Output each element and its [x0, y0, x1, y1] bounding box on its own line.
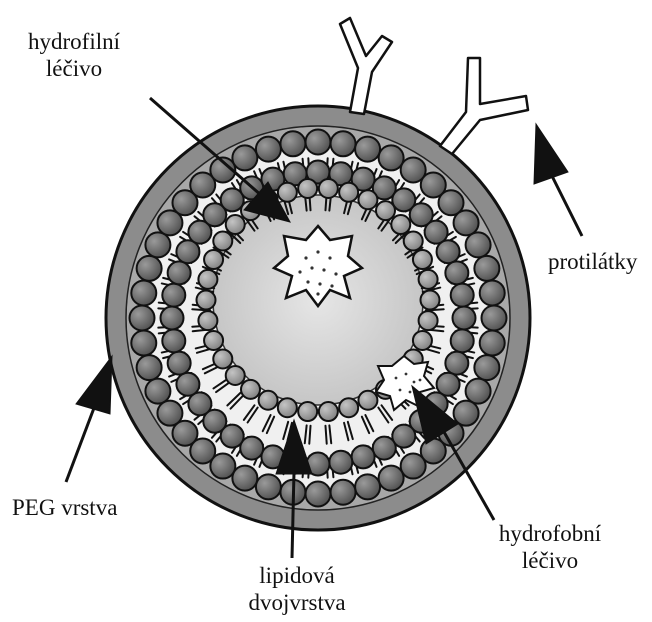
lipid-head [482, 306, 507, 331]
lipid-head-inner [421, 291, 440, 310]
label-hydrophilic-drug-line1: hydrofilní [10, 28, 138, 55]
arrow-antibodies [552, 176, 582, 236]
label-hydrophobic-drug: hydrofobní léčivo [480, 520, 620, 574]
lipid-head-inner [241, 380, 260, 399]
lipid-tail [325, 426, 326, 444]
lipid-head-inner [391, 215, 410, 234]
lipid-head [331, 480, 356, 505]
lipid-head [373, 437, 396, 460]
lipid-head-inner [213, 349, 232, 368]
lipid-head [480, 280, 505, 305]
label-hydrophobic-drug-line1: hydrofobní [480, 520, 620, 547]
lipid-head [145, 232, 170, 257]
lipid-tail [309, 426, 310, 444]
lipid-head-inner [226, 366, 245, 385]
lipid-head [157, 401, 182, 426]
lipid-head [329, 451, 352, 474]
lipid-head [162, 329, 185, 352]
lipid-head [331, 131, 356, 156]
lipid-head-inner [319, 179, 338, 198]
lipid-head-inner [198, 311, 217, 330]
label-antibodies-text: protilátky [548, 248, 637, 275]
arrow-lipid-bilayer [292, 472, 294, 558]
lipid-head-inner [339, 183, 358, 202]
lipid-head-inner [419, 270, 438, 289]
lipid-head [232, 466, 257, 491]
label-lipid-bilayer-line1: lipidová [232, 562, 362, 589]
lipid-head [161, 307, 184, 330]
lipid-head [162, 284, 185, 307]
lipid-head [168, 352, 191, 375]
lipid-head [466, 232, 491, 257]
lipid-head-inner [358, 391, 377, 410]
lipid-head [474, 256, 499, 281]
lipid-head [437, 240, 460, 263]
lipid-head [454, 210, 479, 235]
lipid-head [137, 256, 162, 281]
lipid-head [453, 307, 476, 330]
lipid-head-inner [204, 331, 223, 350]
lipid-head-inner [319, 402, 338, 421]
lipid-head [352, 445, 375, 468]
lipid-head-inner [213, 232, 232, 251]
lipid-head [379, 466, 404, 491]
lipid-head [466, 379, 491, 404]
label-peg-layer-text: PEG vrstva [12, 494, 117, 521]
lipid-head [355, 137, 380, 162]
lipid-head [131, 280, 156, 305]
lipid-head [445, 352, 468, 375]
label-antibodies: protilátky [548, 248, 637, 275]
lipid-head [168, 261, 191, 284]
lipid-head-inner [419, 311, 438, 330]
lipid-head-inner [198, 270, 217, 289]
lipid-head [131, 331, 156, 356]
lipid-head [355, 474, 380, 499]
lipid-head [451, 284, 474, 307]
lipid-head [137, 355, 162, 380]
lipid-head [445, 261, 468, 284]
lipid-head-inner [197, 291, 216, 310]
lipid-head-inner [298, 402, 317, 421]
lipid-head [401, 454, 426, 479]
lipid-head [176, 373, 199, 396]
lipid-head [232, 145, 257, 170]
lipid-head-inner [339, 398, 358, 417]
antibody-1 [340, 18, 392, 114]
lipid-head [474, 355, 499, 380]
lipid-head-inner [376, 201, 395, 220]
arrow-peg-layer [66, 408, 94, 482]
lipid-head [306, 482, 331, 507]
lipid-head-inner [278, 183, 297, 202]
lipid-head-inner [413, 331, 432, 350]
lipid-head [379, 145, 404, 170]
lipid-head [480, 331, 505, 356]
lipid-head-inner [204, 250, 223, 269]
lipid-head-inner [404, 232, 423, 251]
lipid-head [451, 329, 474, 352]
lipid-head [145, 379, 170, 404]
lipid-head-inner [259, 391, 278, 410]
lipid-head-inner [298, 179, 317, 198]
label-lipid-bilayer: lipidová dvojvrstva [232, 562, 362, 616]
label-hydrophilic-drug: hydrofilní léčivo [10, 28, 138, 82]
lipid-head [306, 130, 331, 155]
label-hydrophobic-drug-line2: léčivo [480, 547, 620, 574]
lipid-head [130, 306, 155, 331]
lipid-head [256, 474, 281, 499]
lipid-head-inner [413, 250, 432, 269]
hydrophilic-drug-shape [274, 226, 362, 306]
antibody-2 [440, 58, 528, 154]
lipid-head-inner [278, 398, 297, 417]
lipid-head [280, 131, 305, 156]
label-lipid-bilayer-line2: dvojvrstva [232, 589, 362, 616]
label-peg-layer: PEG vrstva [12, 494, 117, 521]
lipid-head [256, 137, 281, 162]
label-hydrophilic-drug-line2: léčivo [10, 55, 138, 82]
lipid-head-inner [358, 190, 377, 209]
lipid-head-inner [226, 215, 245, 234]
